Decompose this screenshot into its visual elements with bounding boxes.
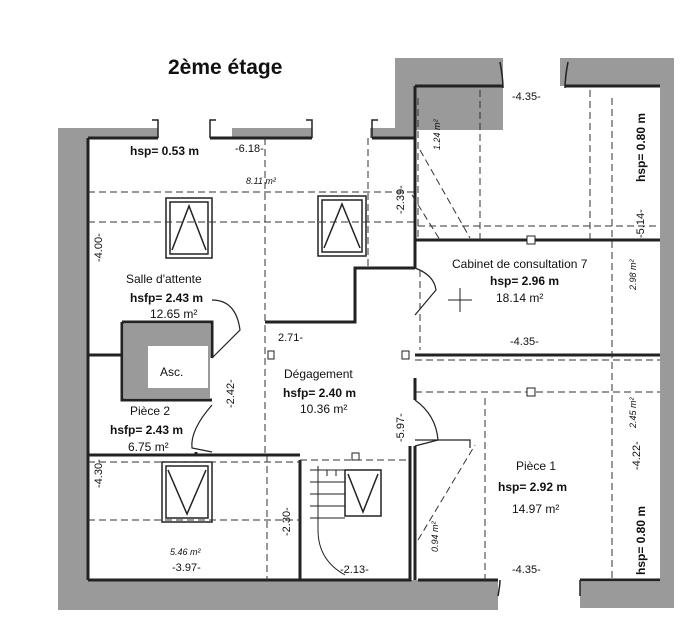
dim-2-30: -2.30- <box>281 507 293 536</box>
room-name-asc: Asc. <box>160 365 183 379</box>
room-area-salle-attente: 12.65 m² <box>150 307 197 321</box>
building-mass <box>58 58 674 610</box>
ceiling-light-symbol <box>448 288 472 312</box>
door-swings <box>191 267 471 453</box>
hsp-right-bottom-label: hsp= 0.80 m <box>634 506 648 575</box>
room-height-piece2: hsfp= 2.43 m <box>110 423 183 437</box>
room-area-piece1: 14.97 m² <box>512 502 559 516</box>
hsp-top-label: hsp= 0.53 m <box>130 144 199 158</box>
roof-slopes <box>411 149 476 541</box>
dim-5-14: -5.14- <box>635 209 647 238</box>
dim-4-35-top: -4.35- <box>512 91 541 103</box>
area-small-top-label: 1.24 m² <box>432 118 442 150</box>
room-name-piece1: Pièce 1 <box>516 459 556 473</box>
area-bottom-left-label: 5.46 m² <box>170 547 202 557</box>
dim-4-22: -4.22- <box>631 441 643 470</box>
dim-2-13: -2.13- <box>340 564 369 576</box>
window-frames <box>152 61 581 597</box>
area-stair-label: 0.94 m² <box>430 520 440 552</box>
room-height-salle-attente: hsfp= 2.43 m <box>130 291 203 305</box>
room-name-cabinet: Cabinet de consultation 7 <box>452 257 588 271</box>
dim-3-97: -3.97- <box>172 562 201 574</box>
dim-2-42: -2.42- <box>225 379 237 408</box>
hsp-right-top-label: hsp= 0.80 m <box>634 113 648 182</box>
dim-5-97: -5.97- <box>395 413 407 442</box>
area-side-label: 2.98 m² <box>628 258 638 291</box>
roof-windows <box>161 195 382 523</box>
area-side-b-label: 2.45 m² <box>628 396 638 429</box>
dim-4-00: -4.00- <box>93 233 105 262</box>
room-area-cabinet: 18.14 m² <box>496 291 543 305</box>
room-area-degagement: 10.36 m² <box>300 402 347 416</box>
walls <box>86 84 660 582</box>
floor-title: 2ème étage <box>168 56 283 79</box>
dim-4-30: -4.30- <box>93 459 105 488</box>
dim-4-35-bottom: -4.35- <box>512 564 541 576</box>
room-name-salle-attente: Salle d'attente <box>126 272 202 286</box>
dashed-lines <box>88 90 660 580</box>
room-height-degagement: hsfp= 2.40 m <box>283 386 356 400</box>
room-name-degagement: Dégagement <box>284 367 353 381</box>
room-name-piece2: Pièce 2 <box>130 404 170 418</box>
dim-2-71: 2.71- <box>278 332 303 344</box>
dim-6-18: -6.18- <box>235 143 264 155</box>
area-top-label: 8.11 m² <box>246 176 277 186</box>
room-height-cabinet: hsp= 2.96 m <box>490 274 559 288</box>
room-height-piece1: hsp= 2.92 m <box>498 480 567 494</box>
dim-2-39: -2.39- <box>395 185 407 214</box>
wall-markers <box>267 235 536 461</box>
staircase <box>310 466 346 576</box>
dim-4-35-mid: -4.35- <box>510 336 539 348</box>
room-area-piece2: 6.75 m² <box>128 440 169 454</box>
